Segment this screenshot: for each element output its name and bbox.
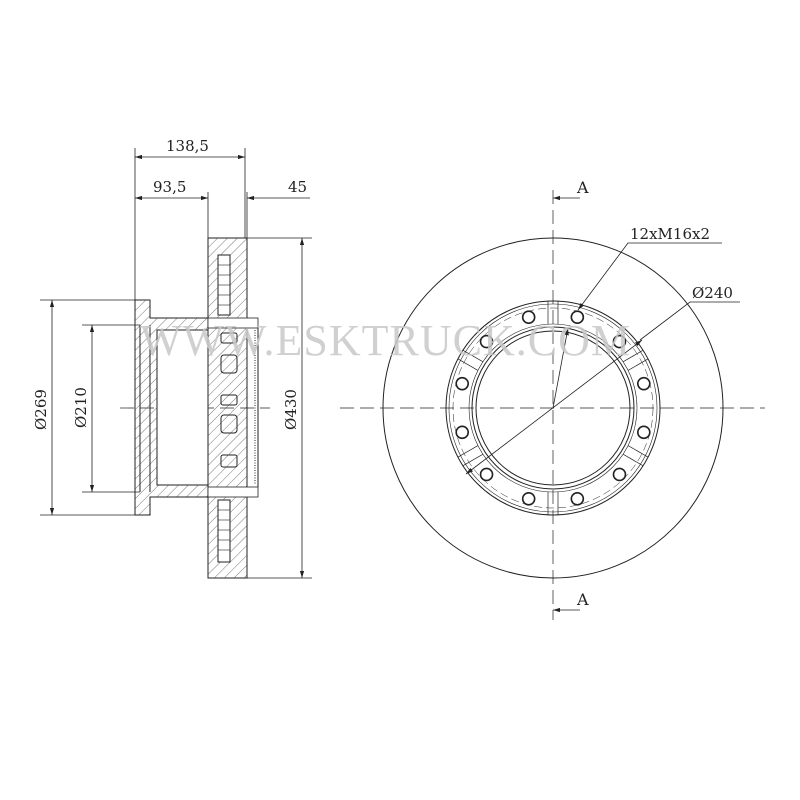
bolt-hole <box>521 491 536 506</box>
bolt-hole <box>570 491 585 506</box>
dim-hub-depth: 93,5 <box>153 178 186 196</box>
dim-disc-offset: 45 <box>288 178 307 196</box>
dim-total-width: 138,5 <box>166 137 209 155</box>
flange-slot-edge <box>623 454 644 467</box>
section-label-top: A <box>576 178 589 197</box>
bolt-spec-label: 12xM16x2 <box>630 225 710 243</box>
bolt-hole <box>521 310 536 325</box>
bolt-hole <box>455 425 470 440</box>
dim-outer-diameter: Ø430 <box>282 389 300 430</box>
bolt-hole <box>570 310 585 325</box>
flange-slot-edge <box>457 445 478 458</box>
front-view <box>340 190 765 620</box>
bolt-hole <box>479 467 494 482</box>
watermark-text: WWW.ESKTRUCK.COM <box>140 316 631 365</box>
bolt-hole <box>455 376 470 391</box>
bolt-hole <box>636 425 651 440</box>
front-callouts <box>465 242 740 475</box>
dim-flange-diameter: Ø269 <box>32 389 50 430</box>
side-dimensions <box>40 148 312 579</box>
flange-slot-edge <box>462 454 483 467</box>
bolt-hole <box>636 376 651 391</box>
bolt-hole <box>612 467 627 482</box>
bolt-circle-diameter-label: Ø240 <box>692 284 733 302</box>
section-label-bottom: A <box>576 590 589 609</box>
dim-bore-diameter: Ø210 <box>72 387 90 428</box>
side-section-view <box>120 237 270 579</box>
flange-slot-edge <box>628 358 649 371</box>
